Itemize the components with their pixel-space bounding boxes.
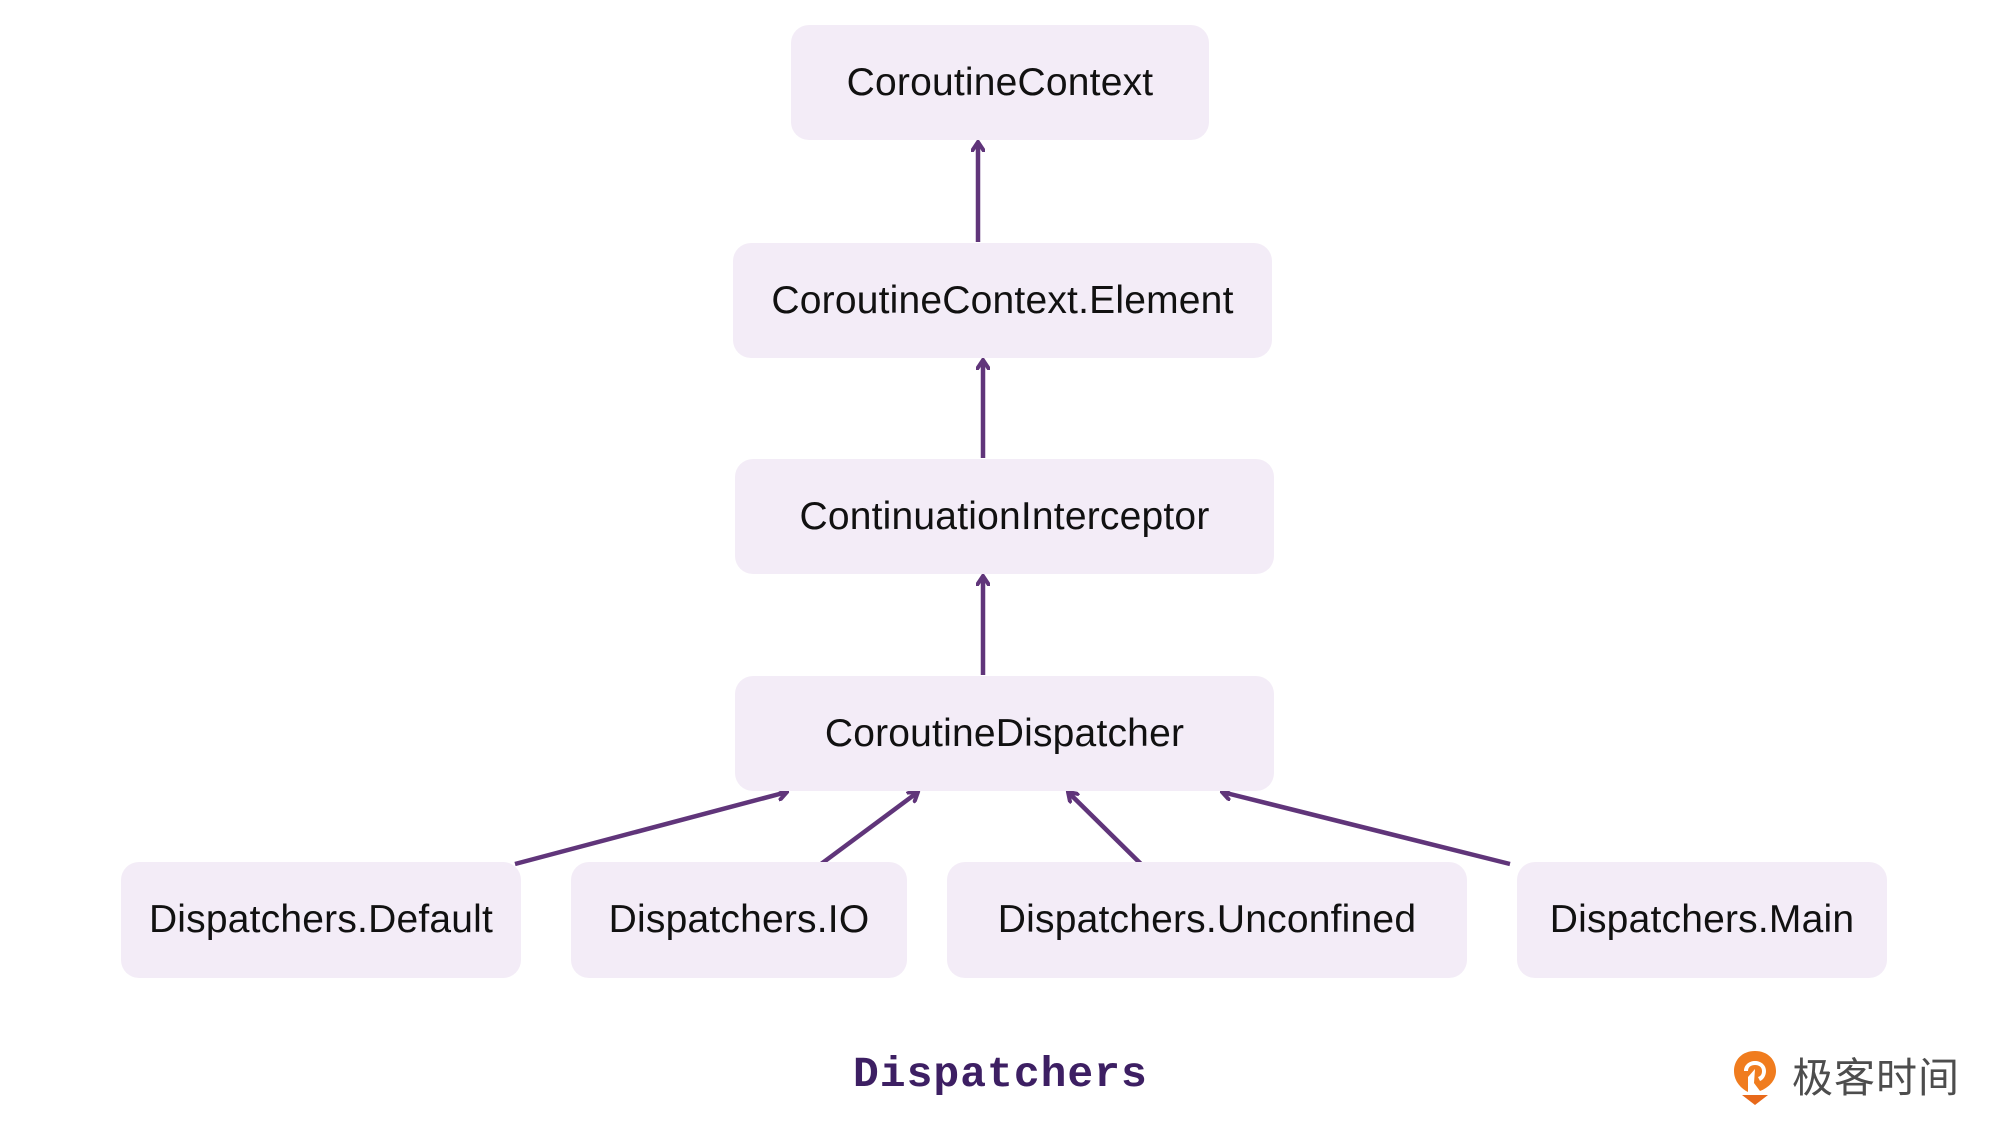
node-dispatchers-io: Dispatchers.IO: [571, 862, 907, 978]
node-label: Dispatchers.Default: [148, 898, 494, 941]
node-label: ContinuationInterceptor: [799, 494, 1210, 538]
node-label: CoroutineContext.Element: [771, 278, 1234, 322]
node-dispatchers-default: Dispatchers.Default: [121, 862, 521, 978]
node-label: Dispatchers.Main: [1549, 898, 1855, 941]
node-label: Dispatchers.IO: [608, 898, 870, 941]
node-label: CoroutineDispatcher: [824, 711, 1185, 755]
node-dispatchers-main: Dispatchers.Main: [1517, 862, 1887, 978]
diagram-caption: Dispatchers: [853, 1050, 1148, 1099]
node-coroutine-context-element: CoroutineContext.Element: [733, 243, 1272, 358]
arrow-dispatchers-unconfined-to-coroutine-dispatcher: [1068, 792, 1143, 866]
node-label: CoroutineContext: [846, 60, 1154, 104]
arrow-dispatchers-main-to-coroutine-dispatcher: [1222, 792, 1511, 867]
geektime-logo: 极客时间: [1730, 1046, 1980, 1110]
node-continuation-interceptor: ContinuationInterceptor: [735, 459, 1274, 574]
geektime-logo-text: 极客时间: [1792, 1054, 1960, 1102]
arrow-dispatchers-default-to-coroutine-dispatcher: [514, 792, 787, 867]
arrow-dispatchers-io-to-coroutine-dispatcher: [819, 792, 918, 866]
node-dispatchers-unconfined: Dispatchers.Unconfined: [947, 862, 1467, 978]
geektime-logo-icon: [1734, 1051, 1776, 1105]
node-coroutine-context: CoroutineContext: [791, 25, 1209, 140]
node-coroutine-dispatcher: CoroutineDispatcher: [735, 676, 1274, 791]
node-label: Dispatchers.Unconfined: [997, 898, 1417, 941]
